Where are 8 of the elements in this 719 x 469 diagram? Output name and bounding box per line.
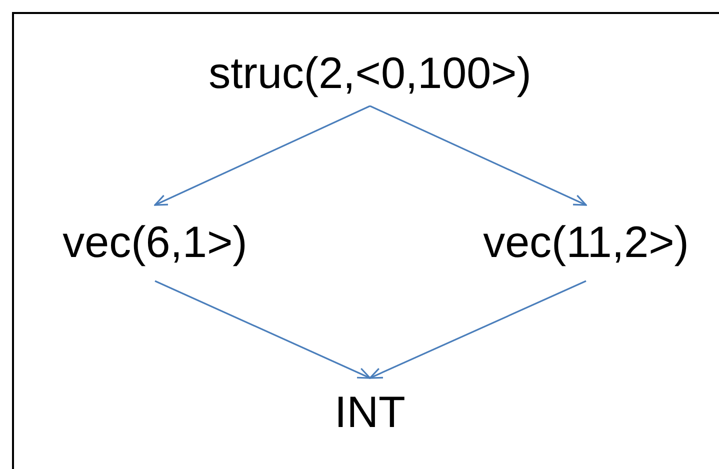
node-label: vec(11,2>): [483, 221, 689, 265]
arrow: [154, 280, 371, 379]
node-label: struc(2,<0,100>): [208, 52, 532, 96]
arrow: [369, 280, 586, 379]
node-label: INT: [334, 391, 406, 435]
arrow: [370, 105, 587, 206]
arrow: [154, 105, 370, 206]
node-label: vec(6,1>): [62, 221, 248, 265]
